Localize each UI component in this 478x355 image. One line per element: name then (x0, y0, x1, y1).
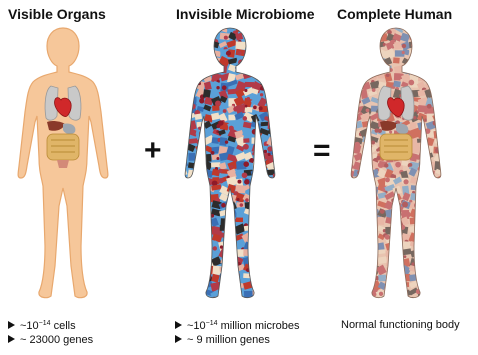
complete-digestive-organs (380, 121, 412, 160)
microbes-exponent: −14 (206, 320, 218, 327)
plus-operator: + (144, 136, 162, 166)
visible-organs-figure (3, 26, 123, 302)
microbiome-figure (170, 26, 290, 302)
caption-cells: ~10−14 cells (8, 317, 76, 333)
title-complete-human: Complete Human (337, 5, 452, 23)
complete-human-figure (336, 26, 456, 302)
caption-microbe-genes: ~ 9 million genes (175, 333, 270, 347)
bullet-triangle-icon (175, 321, 182, 329)
cells-suffix: cells (51, 320, 76, 332)
microbes-base: ~10 (187, 320, 206, 332)
bullet-triangle-icon (175, 335, 182, 343)
caption-genes: ~ 23000 genes (8, 333, 93, 347)
complete-microbe-pattern (336, 26, 456, 302)
title-invisible-microbiome: Invisible Microbiome (176, 5, 314, 23)
microbe-pattern (170, 26, 290, 302)
cells-exponent: −14 (39, 320, 51, 327)
caption-microbes: ~10−14 million microbes (175, 317, 299, 333)
title-visible-organs: Visible Organs (8, 5, 106, 23)
microbes-suffix: million microbes (218, 320, 300, 332)
caption-normal-body: Normal functioning body (341, 318, 460, 332)
microbe-genes-text: ~ 9 million genes (187, 334, 270, 346)
bullet-triangle-icon (8, 321, 15, 329)
equals-operator: = (313, 136, 331, 166)
bullet-triangle-icon (8, 335, 15, 343)
genes-text: ~ 23000 genes (20, 334, 93, 346)
cells-base: ~10 (20, 320, 39, 332)
